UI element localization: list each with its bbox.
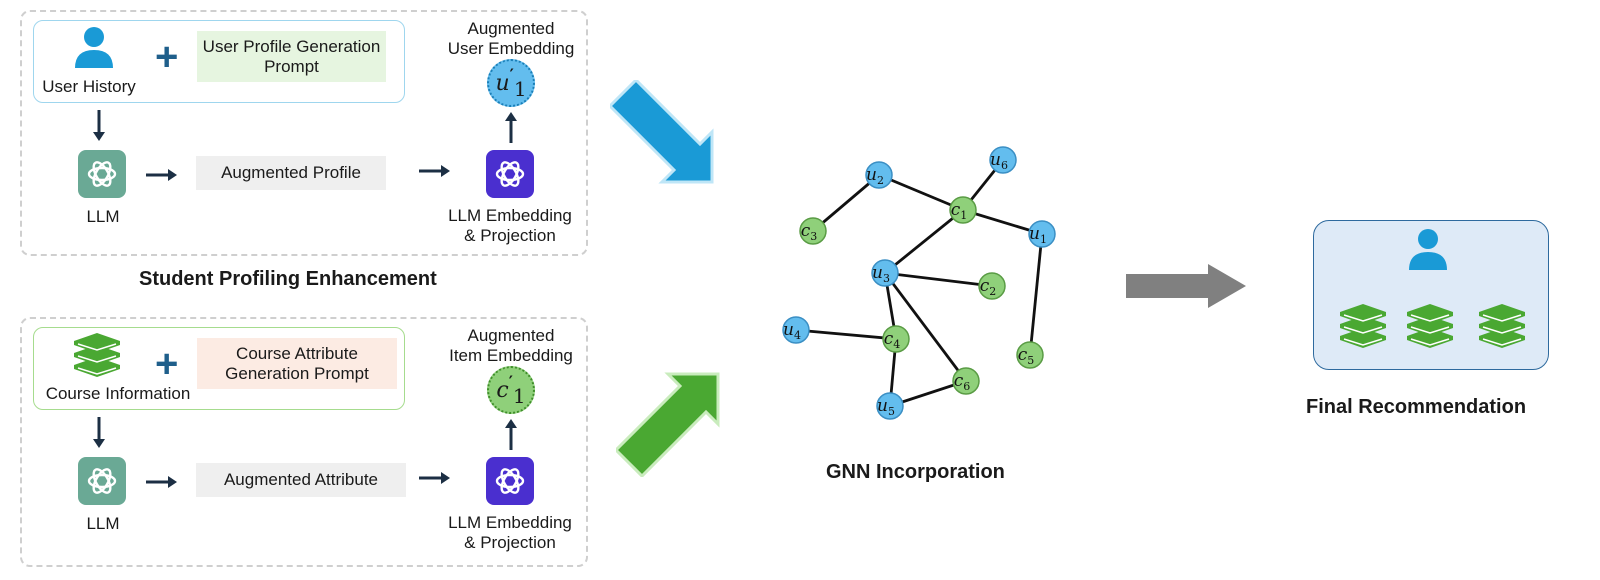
- augmented-profile-box: Augmented Profile: [196, 156, 386, 190]
- prime-mark: ′: [509, 64, 514, 84]
- down-arrow-icon: [93, 110, 105, 141]
- graph-node-u5: u5: [876, 392, 904, 420]
- graph-edge-u2-c3: [812, 173, 880, 233]
- up-arrow-icon: [505, 419, 517, 450]
- final-recommendation-title: Final Recommendation: [1306, 396, 1527, 418]
- embedding-label-1: LLM Embedding: [448, 513, 572, 532]
- user-history-label: User History: [42, 77, 136, 96]
- graph-node-u6: u6: [989, 146, 1017, 174]
- down-arrow-icon: [93, 417, 105, 448]
- aug-item-embedding-label-2: Item Embedding: [449, 346, 573, 365]
- llm-label: LLM: [86, 514, 120, 533]
- graph-edge-u1-c5: [1028, 233, 1044, 356]
- blue-diagonal-arrow: [610, 80, 714, 184]
- course-information-label: Course Information: [45, 384, 191, 403]
- graph-edge-c1-u1: [962, 208, 1043, 236]
- graph-node-c3: c3: [799, 217, 827, 245]
- graph-node-c2: c2: [978, 272, 1006, 300]
- graph-edge-u3-c2: [884, 271, 993, 288]
- aug-user-embedding-label-2: User Embedding: [447, 39, 575, 58]
- grey-right-arrow: [1126, 264, 1246, 308]
- augmented-attribute-box: Augmented Attribute: [196, 463, 406, 497]
- aug-item-embedding-label-1: Augmented: [467, 326, 555, 345]
- graph-node-u1: u1: [1028, 220, 1056, 248]
- embedding-label-2: & Projection: [464, 226, 556, 245]
- graph-edge-u3-c6: [883, 272, 968, 382]
- profiling-panel: [20, 10, 588, 256]
- user-icon: [75, 27, 113, 68]
- item-embedding-node: c′1: [487, 366, 535, 414]
- gnn-title: GNN Incorporation: [826, 461, 1005, 483]
- llm-label: LLM: [86, 207, 120, 226]
- user-embedding-symbol: u: [495, 70, 510, 96]
- profiling-section-title: Student Profiling Enhancement: [139, 268, 437, 290]
- aug-user-embedding-label-1: Augmented: [467, 19, 555, 38]
- books-icon: [74, 333, 120, 377]
- plus-icon: +: [155, 35, 179, 79]
- graph-node-c6: c6: [952, 367, 980, 395]
- green-diagonal-arrow: [616, 372, 720, 477]
- right-arrow-icon: [146, 169, 177, 181]
- user-profile-prompt: User Profile Generation Prompt: [197, 31, 386, 82]
- books-icon: [1479, 304, 1525, 348]
- graph-edge-u2-c1: [878, 173, 964, 212]
- graph-node-u2: u2: [865, 161, 893, 189]
- llm-icon: [78, 457, 126, 505]
- graph-node-c1: c1: [949, 196, 977, 224]
- right-arrow-icon: [146, 476, 177, 488]
- course-panel: [20, 317, 588, 567]
- llm-embedding-icon: [486, 457, 534, 505]
- right-arrow-icon: [419, 472, 450, 484]
- user-embedding-sub: 1: [513, 77, 527, 101]
- right-arrow-icon: [419, 165, 450, 177]
- up-arrow-icon: [505, 112, 517, 143]
- graph-node-u3: u3: [871, 259, 899, 287]
- embedding-label-2: & Projection: [464, 533, 556, 552]
- user-embedding-node: u′1: [487, 59, 535, 107]
- course-attribute-prompt: Course Attribute Generation Prompt: [197, 338, 397, 389]
- graph-node-c5: c5: [1016, 341, 1044, 369]
- graph-node-u4: u4: [782, 316, 810, 344]
- gnn-graph: u2 u6 c1 c3 u1 u3 c2 u4 c4 c5 c6 u5: [782, 146, 1056, 420]
- llm-embedding-icon: [486, 150, 534, 198]
- graph-edge-c1-u3: [884, 208, 964, 275]
- graph-edge-u4-c4: [795, 328, 897, 341]
- item-embedding-symbol: c: [496, 377, 509, 403]
- plus-icon: +: [155, 342, 179, 386]
- books-icon: [1407, 304, 1453, 348]
- user-icon: [1409, 229, 1447, 270]
- books-icon: [1340, 304, 1386, 348]
- llm-icon: [78, 150, 126, 198]
- graph-node-c4: c4: [882, 325, 910, 353]
- prime-mark: ′: [508, 371, 513, 391]
- embedding-label-1: LLM Embedding: [448, 206, 572, 225]
- item-embedding-sub: 1: [512, 384, 526, 408]
